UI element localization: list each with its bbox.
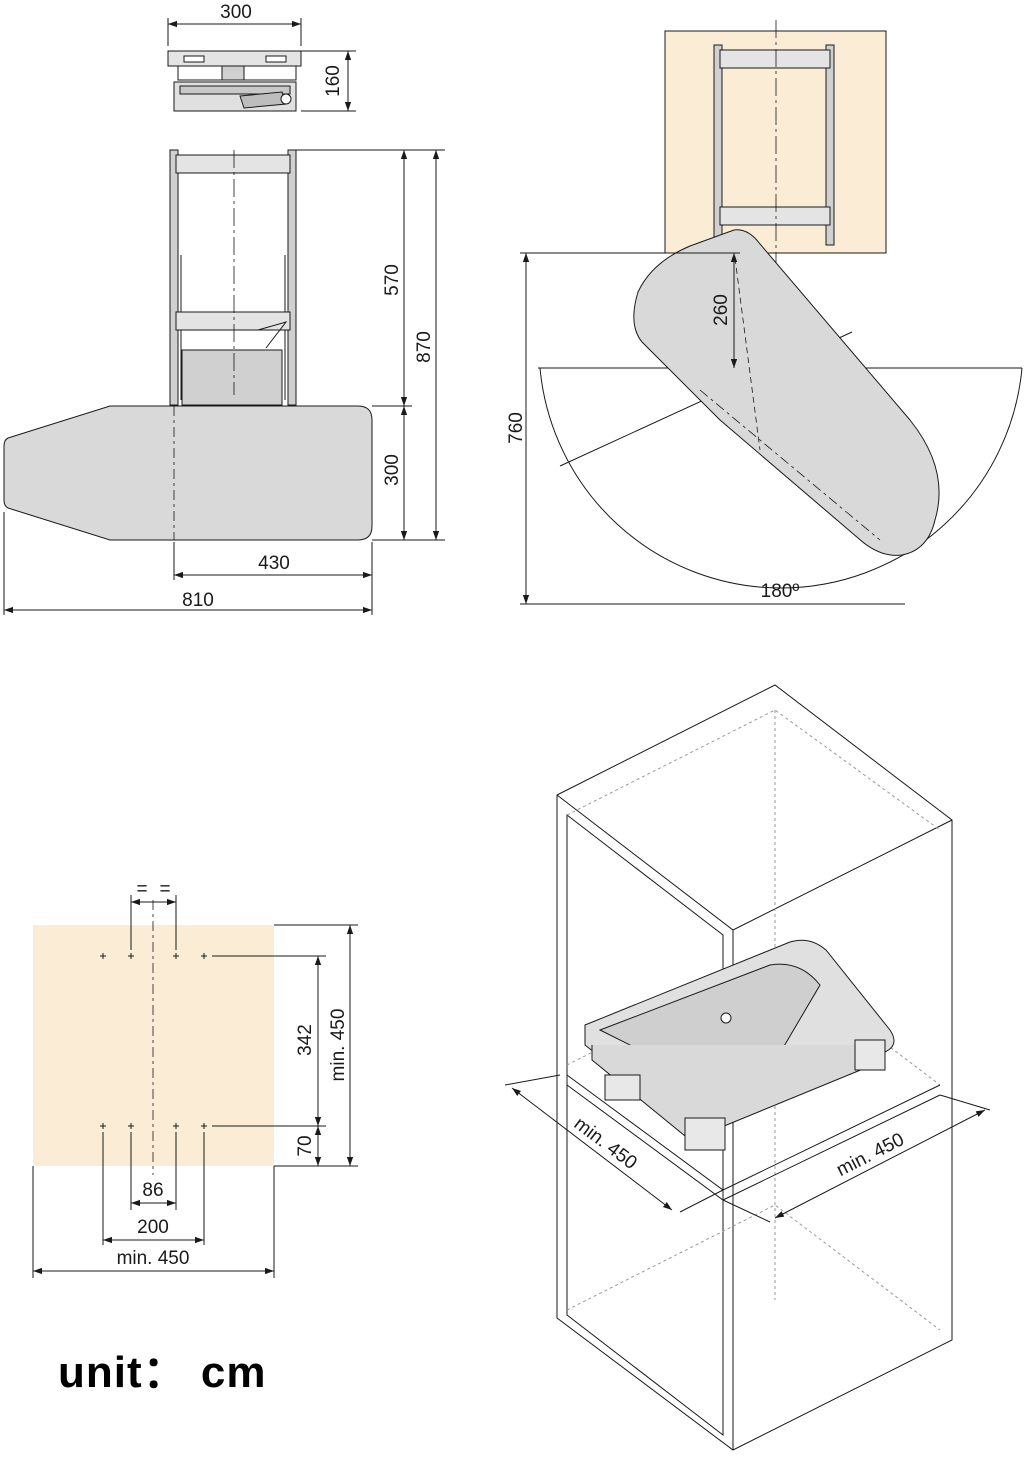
- dim-160: 160: [323, 65, 344, 97]
- dim-342: 342: [295, 1024, 316, 1056]
- dim-300-board: 300: [382, 454, 403, 486]
- unit-label: unit： cm: [58, 1348, 267, 1397]
- dim-570: 570: [382, 264, 403, 296]
- mounting-plate-drawing: [32, 895, 358, 1278]
- dim-min450-depth: min. 450: [570, 1113, 641, 1174]
- top-view-drawing: [167, 18, 356, 112]
- equal-sign-right: =: [159, 879, 170, 900]
- cabinet-drawing: [504, 684, 991, 1451]
- dim-200: 200: [137, 1217, 169, 1238]
- dim-870: 870: [414, 331, 435, 363]
- dim-line-min450-width: [774, 1109, 986, 1219]
- swivel-view-drawing: [520, 20, 1023, 605]
- angle-180: 180º: [761, 581, 800, 602]
- equal-sign-left: =: [136, 879, 147, 900]
- dim-min450-vertical: min. 450: [328, 1009, 349, 1082]
- dim-430: 430: [258, 553, 290, 574]
- dim-300-top: 300: [220, 2, 252, 23]
- dim-min450-horizontal: min. 450: [117, 1248, 190, 1269]
- dim-86: 86: [142, 1180, 163, 1201]
- side-view-drawing: [3, 149, 445, 615]
- dim-260: 260: [711, 294, 732, 326]
- dim-line-min450-depth: [511, 1087, 673, 1211]
- dim-70: 70: [295, 1135, 316, 1156]
- dim-760: 760: [506, 412, 527, 444]
- dim-810: 810: [182, 590, 214, 611]
